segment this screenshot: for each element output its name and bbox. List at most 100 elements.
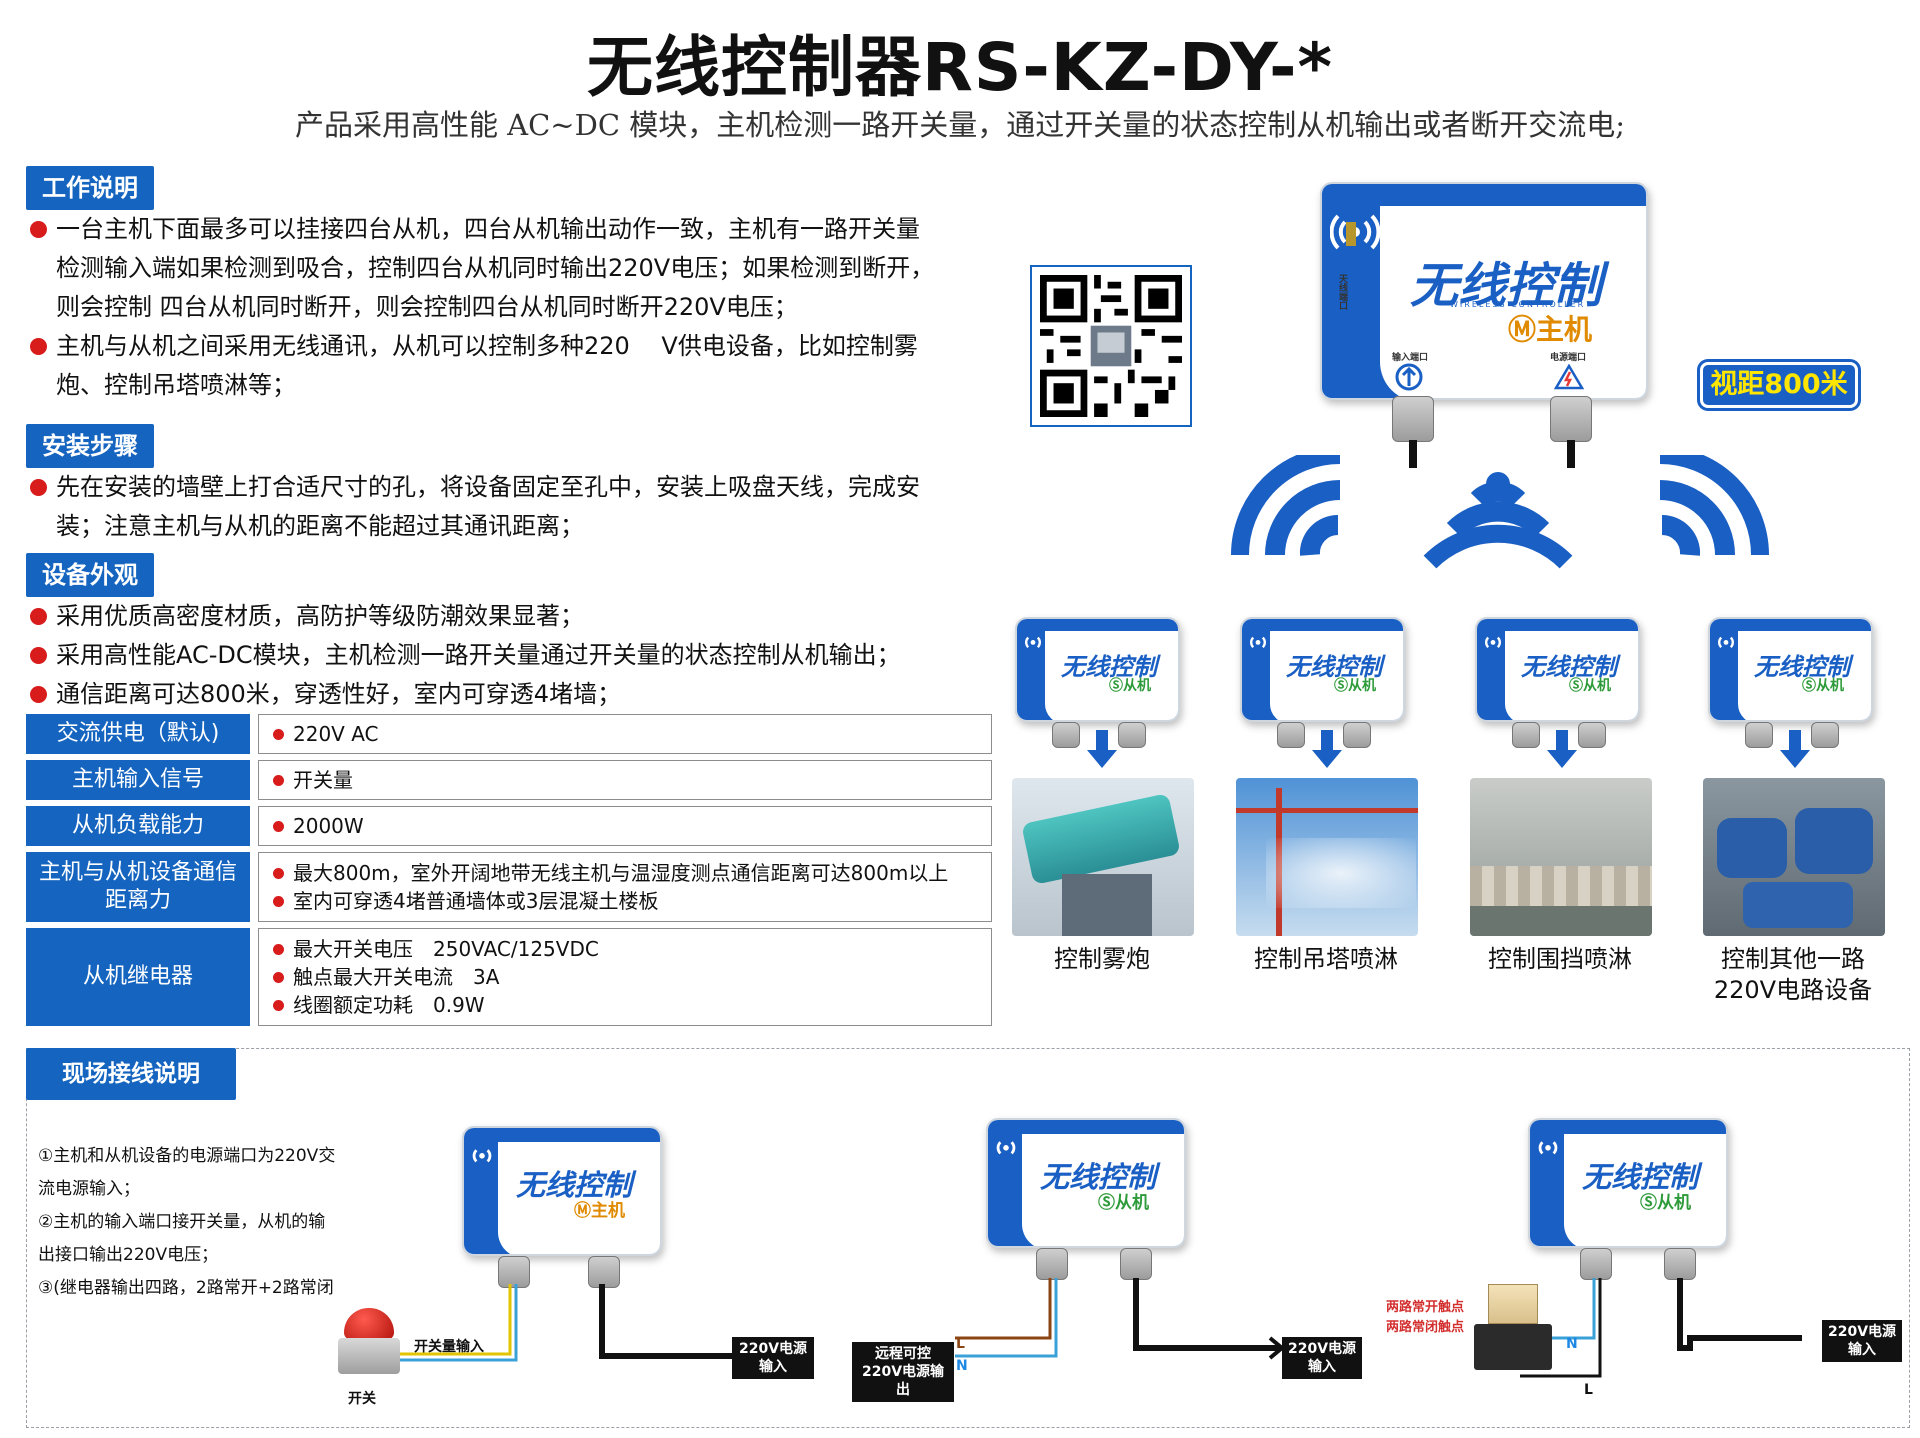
spec-value-item: 线圈额定功耗 0.9W: [273, 991, 977, 1019]
cable-gland: [1578, 722, 1606, 748]
device-role-slave: Ⓢ从机: [1334, 678, 1376, 694]
down-arrow-icon: [1087, 730, 1117, 768]
bullet-row-cont: 则会控制 四台从机同时断开，则会控制四台从机同时断开220V电压；: [30, 288, 1010, 327]
relay-socket: [1474, 1324, 1552, 1370]
device-role-text: 从机: [1348, 678, 1376, 694]
cable-gland: [1745, 722, 1773, 748]
bullet-dot: [30, 686, 47, 703]
device-brand: 无线控制: [1582, 1160, 1699, 1194]
wiring-panel: [26, 1048, 1910, 1428]
device-role-slave: Ⓢ从机: [1109, 678, 1151, 694]
work-text: 则会控制 四台从机同时断开，则会控制四台从机同时断开220V电压；: [56, 293, 798, 321]
bullet-row: 采用优质高密度材质，高防护等级防潮效果显著；: [30, 597, 1010, 636]
remote-output-text: 远程可控: [875, 1346, 931, 1362]
page-title: 无线控制器RS-KZ-DY-*: [587, 29, 1333, 106]
cable-gland: [1052, 722, 1080, 748]
down-arrow-icon: [1312, 730, 1342, 768]
wireless-signal-icon: [1025, 636, 1041, 649]
device-brand: 无线控制: [1061, 653, 1157, 681]
app-caption-line: 220V电路设备: [1713, 976, 1873, 1004]
device-brand: 无线控制: [1286, 653, 1382, 681]
device-role-text: 从机: [1816, 678, 1844, 694]
photo-fence-spray: [1470, 778, 1652, 936]
spec-value-item: 220V AC: [273, 720, 977, 748]
work-description: 一台主机下面最多可以挂接四台从机，四台从机输出动作一致，主机有一路开关量 检测输…: [30, 210, 1010, 405]
cannon-base: [1062, 874, 1152, 936]
bullet-row-cont: 炮、控制吊塔喷淋等；: [30, 366, 1010, 405]
pump-motor: [1717, 818, 1787, 878]
relay-nc-label: 两路常闭触点: [1386, 1320, 1465, 1335]
device-role-text: 从机: [1657, 1193, 1691, 1213]
device-brand: 无线控制: [1040, 1160, 1157, 1194]
device-role-text: 主机: [591, 1201, 625, 1221]
device-face: [1505, 631, 1638, 720]
spec-value: 开关量: [258, 760, 992, 800]
wire-label-L: L: [956, 1336, 965, 1352]
wire-label-L: L: [1584, 1382, 1593, 1398]
device-brand: 无线控制: [1410, 258, 1603, 314]
cable-gland: [1512, 722, 1540, 748]
input-port-label: 输入端口: [1392, 353, 1429, 363]
cable-gland: [1580, 1248, 1612, 1280]
power-input-text: 220V电源: [1287, 1341, 1357, 1357]
spec-label: 主机输入信号: [26, 760, 250, 800]
antenna-connector: [1346, 222, 1356, 246]
wiring-master-device: 无线控制 Ⓜ主机: [462, 1126, 662, 1256]
down-arrow-icon: [1547, 730, 1577, 768]
cable: [1409, 440, 1417, 468]
wireless-signal-icon: [1538, 1141, 1558, 1155]
cable-gland: [1036, 1248, 1068, 1280]
spec-value: 220V AC: [258, 714, 992, 754]
switch-body: [338, 1338, 400, 1374]
section-tag-appearance: 设备外观: [26, 553, 154, 597]
photo-pumps: [1703, 778, 1885, 936]
master-device-large: 无线控制 WIRELESS CONTROLLER Ⓜ主机 天线端口 输入端口 电…: [1320, 182, 1648, 400]
switch-label: 开关: [348, 1391, 376, 1407]
wave-dot: [1486, 472, 1510, 496]
cable-gland: [1664, 1248, 1696, 1280]
device-role-slave: Ⓢ从机: [1640, 1193, 1691, 1213]
relay-coil: [1488, 1284, 1538, 1324]
cable-gland: [498, 1256, 530, 1288]
bullet-row: 采用高性能AC-DC模块，主机检测一路开关量通过开关量的状态控制从机输出；: [30, 636, 1010, 675]
slave-device-4: 无线控制 Ⓢ从机: [1708, 617, 1873, 722]
spec-label: 交流供电（默认): [26, 714, 250, 754]
bullet-dot: [30, 647, 47, 664]
spec-value: 最大800m，室外开阔地带无线主机与温湿度测点通信距离可达800m以上 室内可穿…: [258, 852, 992, 922]
work-text: 一台主机下面最多可以挂接四台从机，四台从机输出动作一致，主机有一路开关量: [56, 215, 920, 243]
remote-output-text: 220V电源输出: [861, 1364, 945, 1398]
bullet-row: 一台主机下面最多可以挂接四台从机，四台从机输出动作一致，主机有一路开关量: [30, 210, 1010, 249]
wireless-wave-right-icon: [1659, 455, 1769, 556]
cable-gland: [1120, 1248, 1152, 1280]
wiring-note: ③(继电器输出四路，2路常开+2路常闭: [38, 1278, 334, 1298]
power-input-text: 输入: [1848, 1342, 1876, 1358]
remote-output-box: 远程可控 220V电源输出: [852, 1342, 954, 1402]
appearance-text: 通信距离可达800米，穿透性好，室内可穿透4堵墙；: [56, 680, 622, 708]
wiring-note: 流电源输入；: [38, 1179, 140, 1199]
cable-gland: [1392, 396, 1434, 442]
power-input-text: 输入: [1308, 1359, 1336, 1375]
bullet-row: 通信距离可达800米，穿透性好，室内可穿透4堵墙；: [30, 675, 1010, 714]
power-input-box: 220V电源 输入: [1282, 1337, 1362, 1379]
wireless-wave-left-icon: [1231, 455, 1341, 556]
device-face: [1045, 631, 1178, 720]
slave-device-1: 无线控制 Ⓢ从机: [1015, 617, 1180, 722]
spec-value-item: 2000W: [273, 812, 977, 840]
wiring-note: ①主机和从机设备的电源端口为220V交: [38, 1146, 336, 1166]
appearance-text: 采用优质高密度材质，高防护等级防潮效果显著；: [56, 602, 584, 630]
wireless-signal-icon: [472, 1149, 492, 1163]
wiring-note: 出接口输出220V电压；: [38, 1245, 219, 1265]
install-description: 先在安装的墙壁上打合适尺寸的孔，将设备固定至孔中，安装上吸盘天线，完成安 装；注…: [30, 468, 1010, 546]
qr-code-icon: [1040, 275, 1182, 417]
wiring-slave-device: 无线控制 Ⓢ从机: [1528, 1118, 1728, 1248]
bullet-dot: [30, 338, 47, 355]
bullet-row: 主机与从机之间采用无线通讯，从机可以控制多种220 V供电设备，比如控制雾: [30, 327, 1010, 366]
section-tag-install: 安装步骤: [26, 424, 154, 468]
wire-label-N: N: [1566, 1336, 1578, 1352]
pump-motor: [1795, 808, 1873, 874]
device-role-slave: Ⓢ从机: [1569, 678, 1611, 694]
antenna-port-label: 天线端口: [1337, 274, 1347, 310]
spec-table: 交流供电（默认) 220V AC 主机输入信号 开关量 从机负载能力 2000W…: [26, 714, 992, 1030]
fence: [1470, 866, 1652, 906]
device-role-slave: Ⓢ从机: [1802, 678, 1844, 694]
